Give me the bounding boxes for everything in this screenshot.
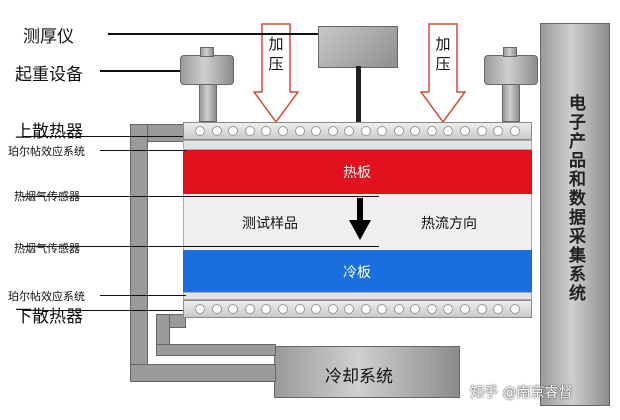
leader-peltier-bottom <box>100 295 186 296</box>
cold-plate-label: 冷板 <box>343 265 371 281</box>
lower-heatsink <box>183 300 532 318</box>
label-heat-flow-sensor-bottom: 热烟气传感器 <box>14 242 80 255</box>
leader-lower-heatsink <box>22 310 183 311</box>
lifting-device-right-cap <box>503 47 517 57</box>
cold-plate: 冷板 <box>183 250 532 292</box>
press-arrow-right-icon <box>420 23 466 124</box>
lifting-device-left-cap <box>200 47 214 57</box>
label-peltier-bottom: 珀尔帖效应系统 <box>8 290 85 303</box>
lower-heatsink-holes <box>184 301 531 317</box>
heat-flow-label: 热流方向 <box>421 216 477 232</box>
watermark: 知乎 @南京睿督 <box>470 385 573 401</box>
leader-thickness-gauge <box>108 33 318 35</box>
thickness-gauge-box <box>318 26 398 68</box>
press-label-right: 加压 <box>435 35 451 73</box>
leader-heat-flow-sensor-bottom <box>22 246 379 247</box>
cooling-system-label: 冷却系统 <box>325 367 393 387</box>
daq-system-label: 电子产品和数据采集系统 <box>565 94 585 303</box>
daq-system-box: 电子产品和数据采集系统 <box>540 23 610 406</box>
upper-heatsink <box>183 122 532 140</box>
cooling-pipe-bottom <box>130 364 276 382</box>
lifting-device-right-head <box>484 55 538 85</box>
leader-peltier-top <box>100 150 186 151</box>
upper-heatsink-holes <box>184 123 531 139</box>
thickness-gauge-rod <box>356 66 361 123</box>
lifting-device-left-post <box>199 84 217 122</box>
cooling-pipe-vertical <box>130 124 148 382</box>
peltier-top-layer <box>183 140 532 150</box>
cooling-system-box: 冷却系统 <box>274 346 460 398</box>
sample-label: 测试样品 <box>242 216 298 232</box>
cooling-pipe-inner-h2 <box>156 344 276 356</box>
hot-plate: 热板 <box>183 150 532 194</box>
label-upper-heatsink: 上散热器 <box>15 122 83 142</box>
leader-upper-heatsink <box>22 136 183 137</box>
lifting-device-left-head <box>180 55 234 85</box>
press-label-left: 加压 <box>268 35 284 73</box>
label-lower-heatsink: 下散热器 <box>15 307 83 327</box>
leader-lifting-device <box>100 70 180 72</box>
label-thickness-gauge: 测厚仪 <box>23 27 74 47</box>
peltier-bottom-layer <box>183 292 532 300</box>
leader-heat-flow-sensor-top <box>22 196 379 197</box>
press-arrow-left-icon <box>253 23 299 124</box>
hot-plate-label: 热板 <box>343 165 371 181</box>
label-lifting-device: 起重设备 <box>15 65 83 85</box>
lifting-device-right-post <box>502 84 520 122</box>
heat-flow-arrow-icon <box>349 198 371 240</box>
label-peltier-top: 珀尔帖效应系统 <box>8 145 85 158</box>
